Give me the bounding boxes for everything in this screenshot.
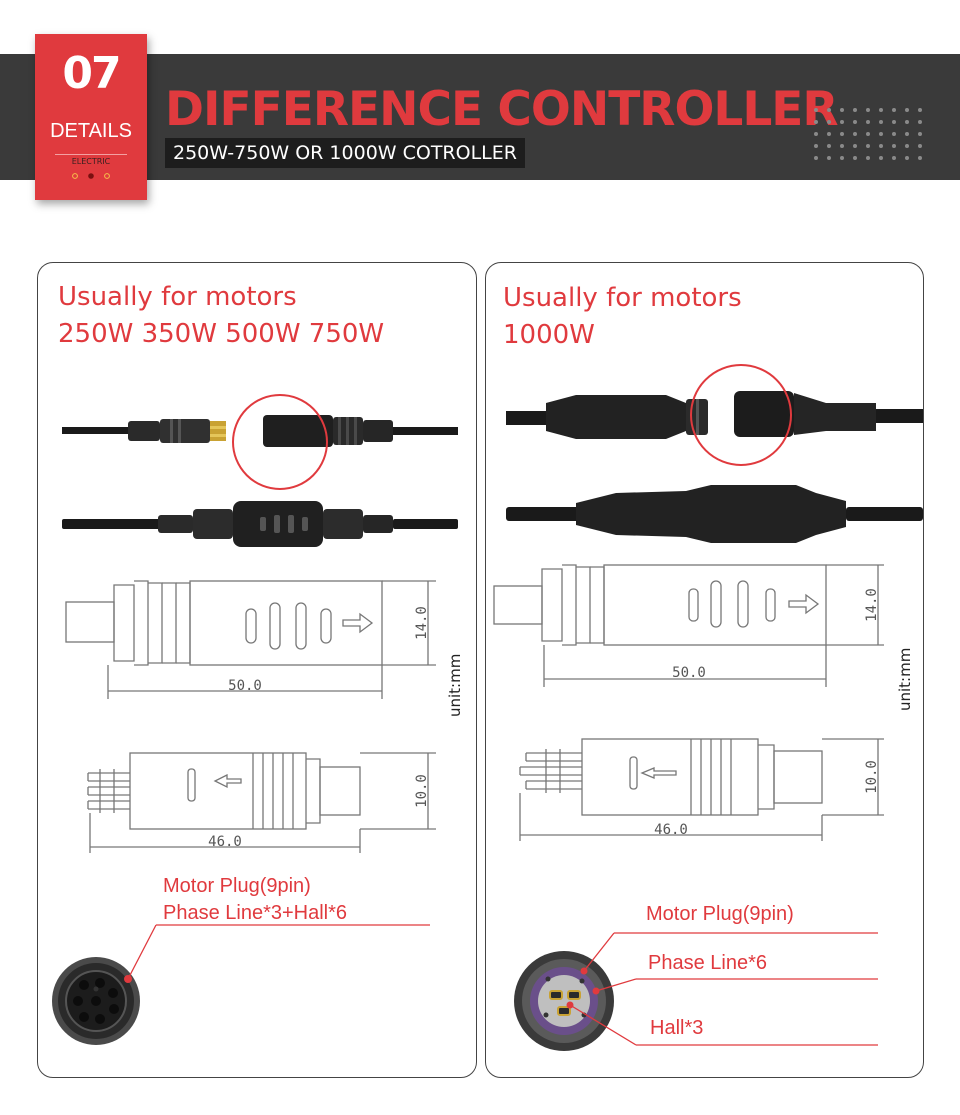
grid-dot — [879, 108, 883, 112]
dim-male-length: 46.0 — [208, 834, 242, 850]
motor-plug-1000w-face — [514, 932, 878, 1051]
grid-dot — [892, 144, 896, 148]
female-plug-drawing — [65, 580, 436, 699]
grid-dot — [827, 144, 831, 148]
grid-dot — [840, 132, 844, 136]
grid-dot — [905, 156, 909, 160]
grid-dot — [892, 132, 896, 136]
unit-label: unit:mm — [446, 653, 464, 717]
panel-title-line1: Usually for motors — [58, 282, 297, 312]
grid-dot — [866, 108, 870, 112]
dim-male-length: 46.0 — [654, 822, 688, 838]
dim-plug-length: 50.0 — [672, 665, 706, 681]
grid-dot — [827, 156, 831, 160]
callout-phase-line: Phase Line*6 — [648, 952, 767, 974]
grid-dot — [866, 144, 870, 148]
grid-dot — [879, 144, 883, 148]
unit-label: unit:mm — [896, 647, 914, 711]
grid-dot — [892, 120, 896, 124]
female-plug-drawing — [493, 564, 884, 687]
callout-hall: Hall*3 — [650, 1017, 704, 1039]
callout-phase-hall: Phase Line*3+Hall*6 — [163, 902, 348, 924]
male-plug-drawing — [519, 738, 884, 841]
grid-dot — [827, 108, 831, 112]
grid-dot — [892, 108, 896, 112]
grid-dot — [827, 132, 831, 136]
grid-dot — [866, 156, 870, 160]
dim-plug-length: 50.0 — [228, 678, 262, 694]
grid-dot — [827, 120, 831, 124]
badge-divider — [55, 154, 127, 155]
grid-dot — [853, 108, 857, 112]
grid-dot — [814, 144, 818, 148]
badge-dots-icon — [72, 173, 110, 179]
grid-dot — [840, 108, 844, 112]
panel-title-line2: 250W 350W 500W 750W — [58, 319, 385, 349]
grid-dot — [905, 108, 909, 112]
badge-number: 07 — [62, 48, 121, 99]
connector-photo-separated — [62, 394, 458, 490]
grid-dot — [905, 144, 909, 148]
dim-male-height: 10.0 — [414, 774, 430, 808]
panel-title-line2: 1000W — [503, 320, 595, 350]
grid-dot — [840, 144, 844, 148]
dim-plug-height: 14.0 — [414, 606, 430, 640]
badge-sub: ELECTRIC — [71, 157, 111, 166]
grid-dot — [918, 120, 922, 124]
grid-dot — [866, 132, 870, 136]
grid-dot — [866, 120, 870, 124]
badge-label: DETAILS — [50, 120, 132, 142]
callout-motor-plug: Motor Plug(9pin) — [163, 875, 311, 897]
grid-dot — [879, 156, 883, 160]
panel-title-line1: Usually for motors — [503, 283, 742, 313]
grid-dot — [853, 144, 857, 148]
subtitle-box: 250W-750W OR 1000W COTROLLER — [165, 138, 525, 168]
connector-photo-separated — [506, 364, 923, 466]
grid-dot — [918, 156, 922, 160]
grid-dot — [853, 132, 857, 136]
connector-photo-joined — [506, 485, 923, 543]
connector-photo-joined — [62, 501, 458, 547]
grid-dot — [879, 132, 883, 136]
section-badge: 07 DETAILS ELECTRIC — [35, 34, 147, 200]
motor-plug-9pin-face — [52, 924, 430, 1045]
grid-dot — [814, 156, 818, 160]
male-plug-drawing — [87, 752, 436, 853]
grid-dot — [814, 132, 818, 136]
grid-dot — [879, 120, 883, 124]
dim-male-height: 10.0 — [864, 760, 880, 794]
dim-plug-height: 14.0 — [864, 588, 880, 622]
grid-dot — [853, 156, 857, 160]
grid-dot — [840, 156, 844, 160]
page-subtitle: 250W-750W OR 1000W COTROLLER — [173, 142, 517, 164]
panel-1000w-motors: Usually for motors 1000W — [485, 262, 924, 1078]
callout-motor-plug: Motor Plug(9pin) — [646, 903, 794, 925]
grid-dot — [892, 156, 896, 160]
grid-dot — [853, 120, 857, 124]
grid-dot — [814, 120, 818, 124]
grid-dot — [918, 144, 922, 148]
grid-dot — [814, 108, 818, 112]
grid-dot — [905, 132, 909, 136]
grid-dot — [918, 132, 922, 136]
connector-illustrations: 50.0 14.0 — [52, 394, 458, 1045]
page-title: DIFFERENCE CONTROLLER — [165, 82, 839, 137]
grid-dot — [905, 120, 909, 124]
panel-standard-motors: Usually for motors 250W 350W 500W 750W — [37, 262, 477, 1078]
grid-dot — [840, 120, 844, 124]
connector-illustrations: 50.0 14.0 — [493, 364, 923, 1051]
grid-dot — [918, 108, 922, 112]
dot-grid-decoration — [814, 108, 922, 160]
